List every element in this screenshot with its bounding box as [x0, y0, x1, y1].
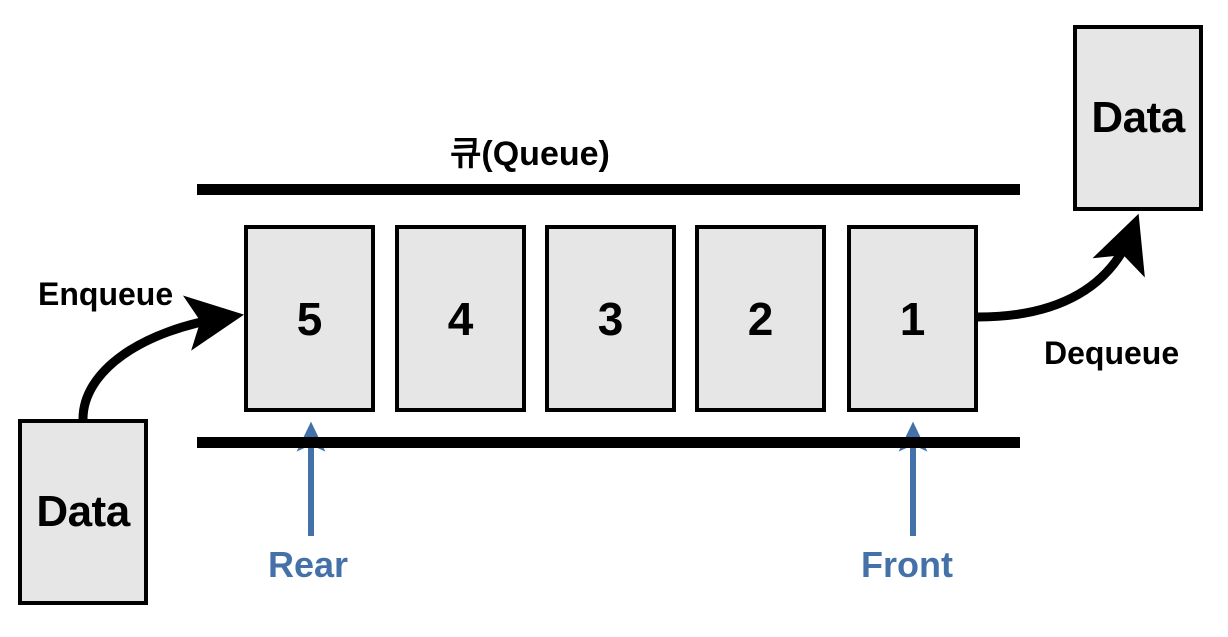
incoming-data-box[interactable]: Data: [18, 419, 148, 605]
dequeue-arrow: [977, 213, 1145, 322]
rear-pointer-label: Rear: [268, 544, 349, 585]
queue-cell-value: 4: [447, 292, 474, 345]
outgoing-data-box[interactable]: Data: [1073, 25, 1203, 211]
queue-title: 큐(Queue): [450, 135, 610, 173]
dequeue-label: Dequeue: [1044, 335, 1180, 371]
queue-rail-bottom: [197, 437, 1020, 448]
queue-cell-value: 3: [597, 292, 624, 345]
queue-cell-2[interactable]: 3: [545, 225, 676, 412]
queue-cell-value: 2: [747, 292, 774, 345]
enqueue-arrow: [78, 295, 245, 420]
outgoing-data-label: Data: [1091, 93, 1185, 142]
front-pointer-label: Front: [861, 544, 953, 585]
queue-cell-4[interactable]: 1: [847, 225, 978, 412]
enqueue-label: Enqueue: [38, 276, 174, 312]
queue-rail-top: [197, 184, 1020, 195]
queue-cell-value: 1: [899, 292, 926, 345]
queue-cell-0[interactable]: 5: [244, 225, 375, 412]
queue-cell-3[interactable]: 2: [695, 225, 826, 412]
queue-cell-value: 5: [296, 292, 323, 345]
queue-cell-1[interactable]: 4: [395, 225, 526, 412]
incoming-data-label: Data: [36, 487, 130, 536]
